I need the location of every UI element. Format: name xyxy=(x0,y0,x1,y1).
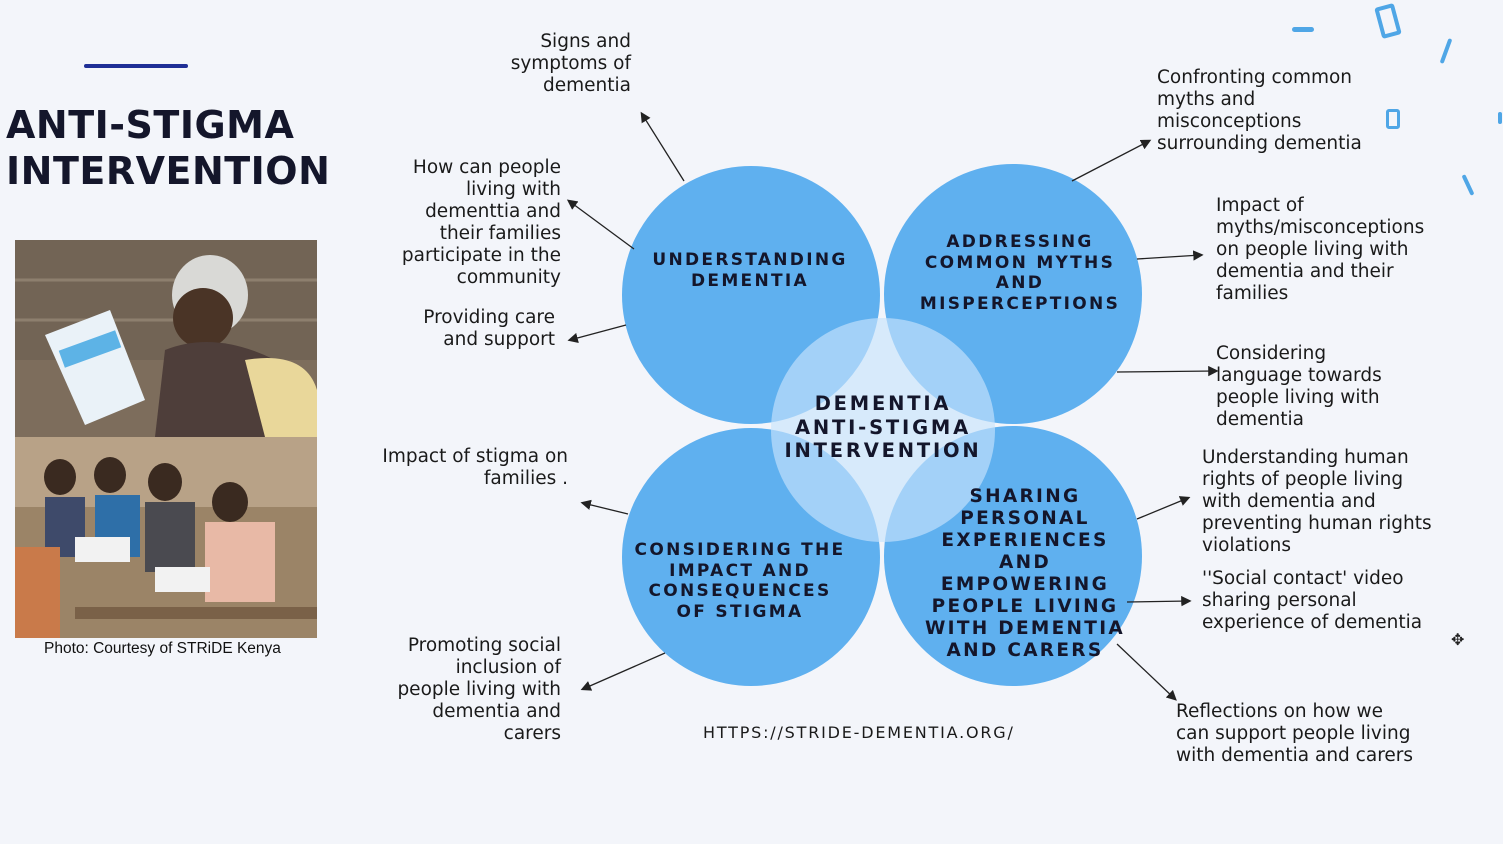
arrow-families xyxy=(580,499,629,515)
photo-panel xyxy=(15,240,317,638)
page-title: ANTI-STIGMA INTERVENTION xyxy=(6,103,331,193)
arrow-confronting xyxy=(1071,139,1152,182)
confetti-decoration xyxy=(1292,27,1314,32)
circle-label-considering: CONSIDERING THE IMPACT AND CONSEQUENCES … xyxy=(634,540,846,622)
arrow-inclusion xyxy=(580,652,666,691)
label-signs-symptoms: Signs and symptoms of dementia xyxy=(510,31,631,96)
photo-caption: Photo: Courtesy of STRiDE Kenya xyxy=(44,640,281,657)
arrow-video xyxy=(1126,595,1192,607)
website-url[interactable]: HTTPS://STRIDE-DEMENTIA.ORG/ xyxy=(703,723,1015,742)
label-community-participation: How can people living with dementtia and… xyxy=(401,157,561,288)
photo-group-reading xyxy=(15,437,317,638)
photo-elderly-man-reading xyxy=(15,240,317,437)
label-social-inclusion: Promoting social inclusion of people liv… xyxy=(397,635,561,744)
circle-label-sharing: SHARING PERSONAL EXPERIENCES AND EMPOWER… xyxy=(924,486,1126,661)
label-impact-misconceptions: Impact of myths/misconceptions on people… xyxy=(1216,195,1425,304)
arrow-reflections xyxy=(1116,643,1177,701)
arrow-participate xyxy=(566,199,635,250)
arrow-care xyxy=(567,324,627,344)
circle-center-intervention xyxy=(771,318,995,542)
label-care-support: Providing care and support xyxy=(423,307,555,350)
arrow-signs xyxy=(640,111,685,182)
label-reflections: Reflections on how we can support people… xyxy=(1176,701,1414,766)
arrow-impact xyxy=(1136,250,1204,261)
move-cursor-icon: ✥ xyxy=(1451,632,1465,649)
circle-label-addressing: ADDRESSING COMMON MYTHS AND MISPERCEPTIO… xyxy=(919,232,1121,314)
label-human-rights: Understanding human rights of people liv… xyxy=(1202,447,1432,556)
label-stigma-families: Impact of stigma on families . xyxy=(382,446,568,489)
title-accent-bar xyxy=(84,64,188,68)
arrow-rights xyxy=(1136,496,1191,520)
label-social-contact-video: ''Social contact' video sharing personal… xyxy=(1202,568,1423,633)
circle-label-understanding: UNDERSTANDING DEMENTIA xyxy=(652,250,848,291)
label-considering-language: Considering language towards people livi… xyxy=(1216,343,1382,430)
confetti-decoration xyxy=(1498,112,1502,124)
confetti-decoration xyxy=(1386,109,1400,129)
circle-label-center: DEMENTIA ANTI-STIGMA INTERVENTION xyxy=(784,392,982,462)
label-confronting-myths: Confronting common myths and misconcepti… xyxy=(1157,67,1362,154)
arrow-language xyxy=(1116,365,1219,377)
